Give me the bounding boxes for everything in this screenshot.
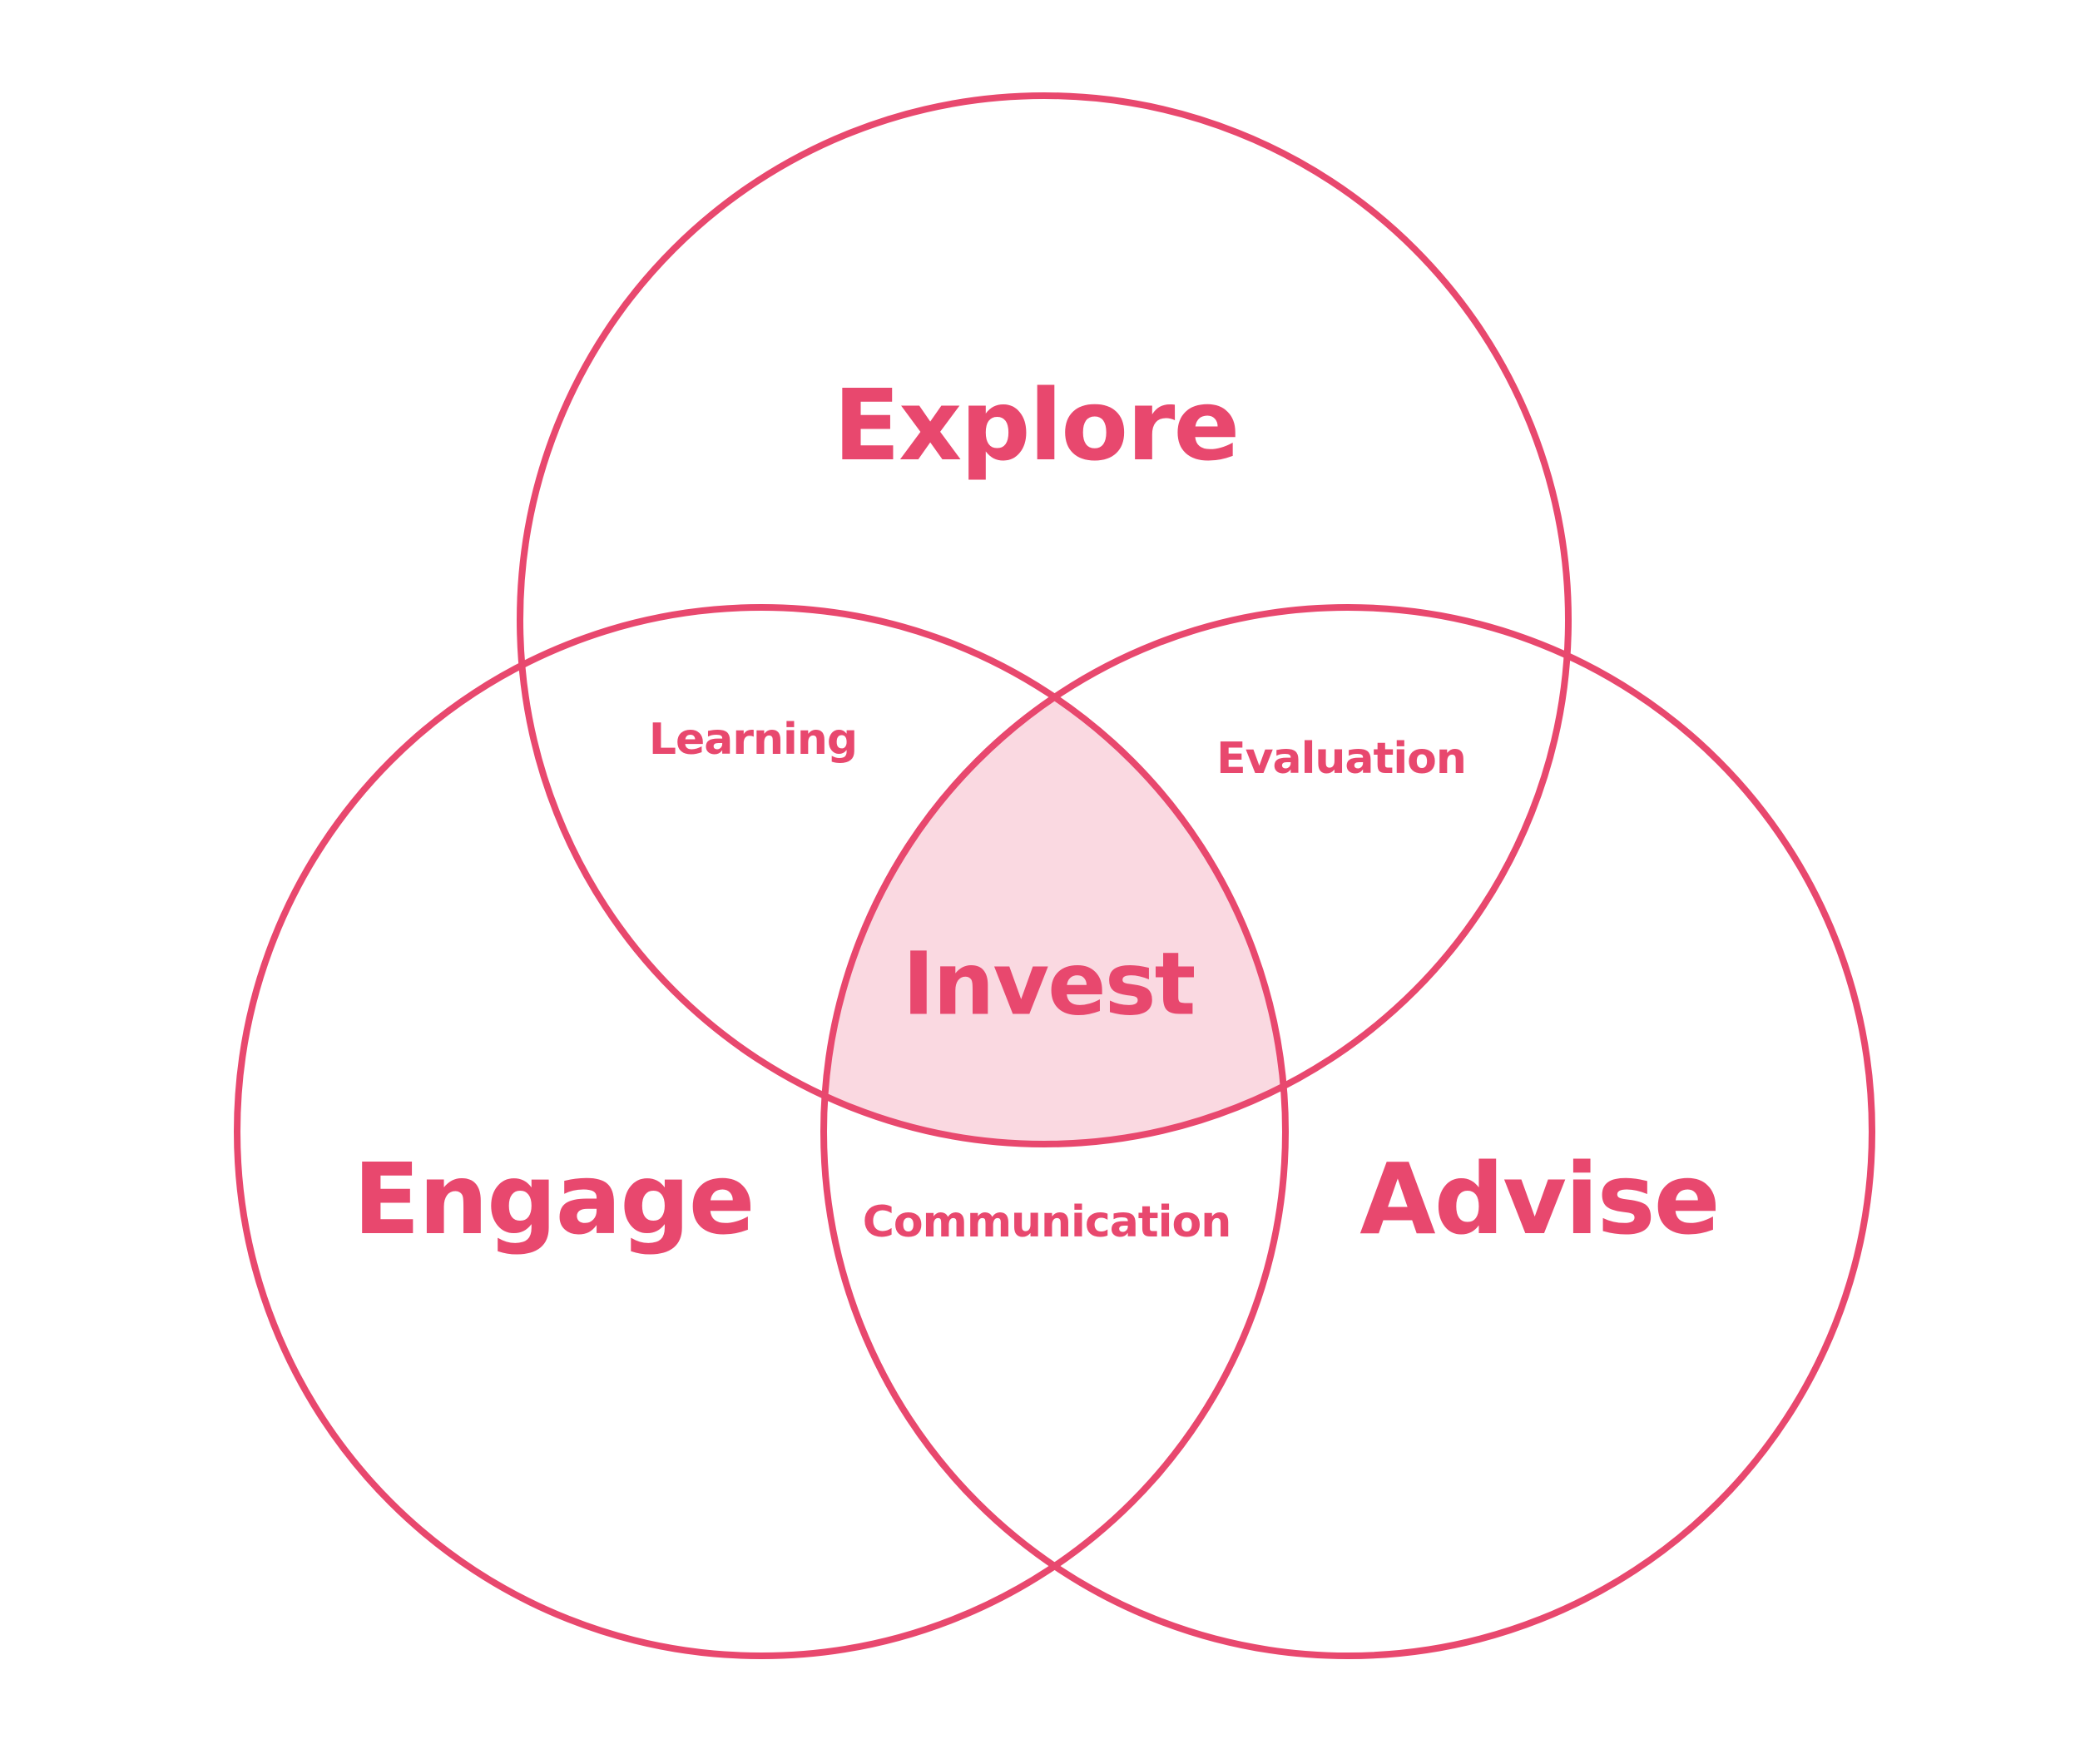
label-learning: Learning bbox=[649, 715, 857, 765]
label-communication: Communication bbox=[863, 1197, 1231, 1247]
label-explore: Explore bbox=[834, 368, 1239, 483]
circle-explore bbox=[517, 92, 1572, 1147]
label-engage: Engage bbox=[353, 1142, 753, 1256]
circle-engage bbox=[234, 604, 1289, 1659]
label-evaluation: Evaluation bbox=[1216, 734, 1466, 784]
label-invest: Invest bbox=[903, 933, 1195, 1034]
circle-advise bbox=[820, 604, 1875, 1659]
label-advise: Advise bbox=[1359, 1142, 1718, 1256]
